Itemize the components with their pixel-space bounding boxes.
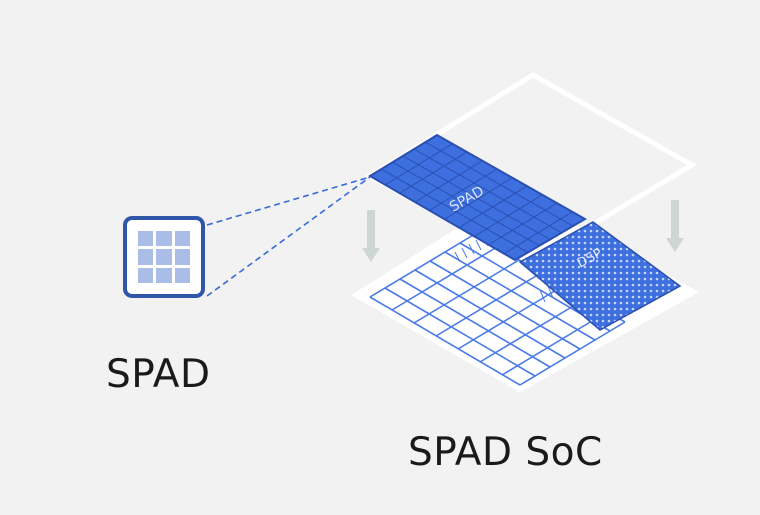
spad-pixel-cell [138, 249, 154, 265]
spad-pixel-cell [138, 231, 154, 247]
spad-pixel-cell [156, 231, 172, 247]
spad-pixel-cell [174, 231, 190, 247]
spad-caption: SPAD [106, 352, 211, 397]
spad-pixel-cell [138, 267, 154, 283]
dashed-connector-top [206, 176, 371, 226]
spad-array-grid [380, 141, 574, 254]
spad-pixel-cell [156, 249, 172, 265]
dsp-block [518, 221, 682, 331]
down-arrow-icon [666, 200, 684, 252]
spad-pixel-cell [174, 249, 190, 265]
spad-pixel-cell [156, 267, 172, 283]
down-arrow-icon [362, 210, 380, 262]
spad-pixel-icon [123, 216, 205, 298]
spad-pixel-grid [138, 231, 190, 283]
dashed-connector-bottom [206, 176, 371, 297]
spad-soc-caption: SPAD SoC [408, 430, 603, 475]
spad-pixel-cell [174, 267, 190, 283]
